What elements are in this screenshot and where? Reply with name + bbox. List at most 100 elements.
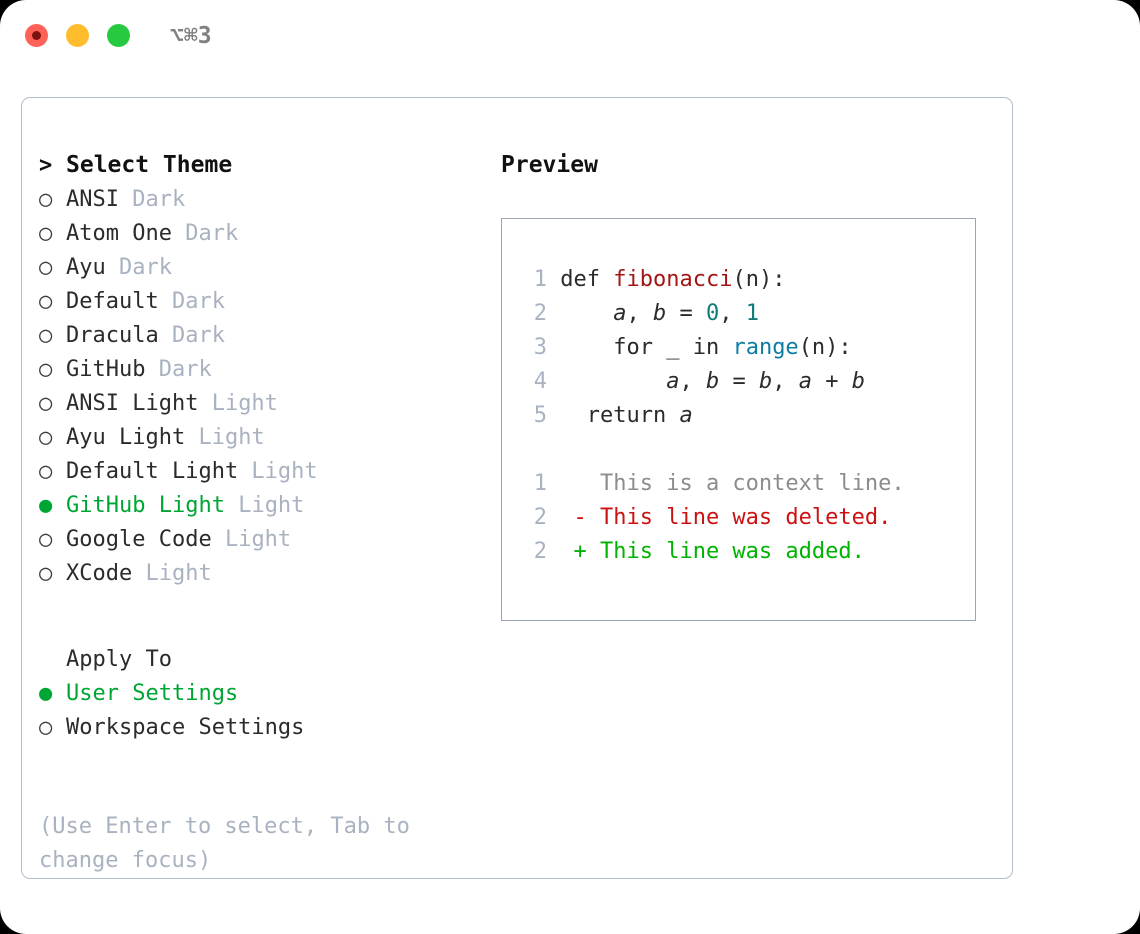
theme-option-github-light[interactable]: ● GitHub Light Light [39,488,489,522]
theme-option-label: Ayu Light [66,424,186,450]
line-number: 4 [533,369,547,394]
diff-line-del: 2 - This line was deleted. [521,501,905,535]
code-token: , [772,369,799,394]
theme-option-variant: Light [224,492,305,518]
code-token: (n): [798,335,852,360]
theme-option-xcode[interactable]: ○XCode Light [39,556,489,590]
line-number: 2 [533,301,547,326]
theme-option-ansi-light[interactable]: ○ ANSI Light Light [39,386,489,420]
radio-selected-icon: ● [39,492,53,518]
apply-to-heading-spacer [39,647,66,672]
theme-option-ansi[interactable]: ○ ANSI Dark [39,182,489,216]
code-indent [547,369,666,394]
radio-unselected-icon: ○ [39,526,53,552]
theme-option-variant: Dark [145,356,212,382]
zoom-button-icon[interactable] [107,24,130,47]
theme-option-label: XCode [66,560,133,586]
theme-option-variant: Light [198,390,278,416]
radio-selected-icon: ● [39,680,53,706]
theme-option-label: ANSI Light [66,390,199,416]
theme-option-label: GitHub Light [66,492,225,518]
theme-option-ayu-light[interactable]: ○Ayu Light Light [39,420,489,454]
theme-option-default-light[interactable]: ○Default Light Light [39,454,489,488]
radio-unselected-icon: ○ [39,254,53,280]
radio-unselected-icon: ○ [39,322,53,348]
theme-option-google-code[interactable]: ○ Google Code Light [39,522,489,556]
radio-unselected-icon: ○ [39,458,53,484]
theme-option-label: Ayu [66,254,106,280]
code-token: for _ in [613,335,733,360]
theme-picker-column: >Select Theme○ANSI Dark○Atom One Dark○Ay… [39,148,489,744]
theme-option-variant: Dark [118,186,186,212]
theme-option-label: Default Light [66,458,239,484]
radio-unselected-icon: ○ [39,356,53,382]
theme-option-label: Atom One [66,220,172,246]
code-line: 5 return a [521,399,905,433]
code-token: range [732,335,799,360]
radio-unselected-icon: ○ [39,220,53,246]
theme-option-label: ANSI [66,186,119,212]
line-number: 3 [533,335,547,360]
code-token: , [679,369,706,394]
apply-to-option-user-settings[interactable]: ●User Settings [39,676,489,710]
code-token: + [811,369,852,394]
code-token: (n): [732,267,786,292]
code-token: a [613,301,627,326]
code-token: a [679,403,693,428]
apply-to-heading-label: Apply To [66,646,172,672]
main-panel: >Select Theme○ANSI Dark○Atom One Dark○Ay… [21,97,1013,879]
preview-column: Preview 1 def fibonacci(n):2 a, b = 0, 1… [501,148,991,621]
diff-sign: - [547,505,600,530]
theme-option-atom-one[interactable]: ○ Atom One Dark [39,216,489,250]
close-button-icon[interactable] [25,24,48,47]
preview-title: Preview [501,152,598,178]
line-number: 2 [533,539,547,564]
theme-picker-heading: >Select Theme [39,148,489,182]
code-indent [547,335,613,360]
code-token: 0 [705,301,720,326]
code-token: , [719,301,746,326]
theme-option-label: GitHub [66,356,146,382]
code-token: b [705,369,720,394]
title-bar: ⌥⌘3 [0,0,1140,76]
diff-line-ctx: 1 This is a context line. [521,467,905,501]
minimize-button-icon[interactable] [66,24,89,47]
radio-unselected-icon: ○ [39,390,53,416]
radio-unselected-icon: ○ [39,186,53,212]
window-controls [25,24,130,47]
diff-sign: + [547,539,600,564]
theme-option-variant: Dark [158,322,225,348]
radio-unselected-icon: ○ [39,560,53,586]
theme-option-variant: Light [211,526,292,552]
diff-line-add: 2 + This line was added. [521,535,905,569]
code-token: b [758,369,773,394]
theme-option-github[interactable]: ○ GitHub Dark [39,352,489,386]
theme-option-ayu[interactable]: ○Ayu Dark [39,250,489,284]
help-text: (Use Enter to select, Tab to change focu… [39,814,424,873]
code-line: 4 a, b = b, a + b [521,365,905,399]
code-token: 1 [745,301,759,326]
code-blank-line [521,433,905,467]
theme-option-variant: Dark [158,288,225,314]
diff-text: This line was added. [599,539,865,564]
theme-option-label: Dracula [66,322,159,348]
code-token: fibonacci [613,267,733,292]
theme-option-dracula[interactable]: ○ Dracula Dark [39,318,489,352]
code-token: b [851,369,865,394]
radio-unselected-icon: ○ [39,288,53,314]
apply-to-option-workspace-settings[interactable]: ○Workspace Settings [39,710,489,744]
code-indent [547,403,587,428]
theme-option-label: Default [66,288,159,314]
theme-option-label: Google Code [66,526,212,552]
code-token: = [719,369,759,394]
caret-icon: > [39,152,53,178]
theme-option-variant: Dark [171,220,239,246]
theme-option-variant: Light [185,424,265,450]
code-token: a [666,369,680,394]
code-token: b [652,301,667,326]
apply-to-heading: Apply To [39,642,489,676]
line-number: 2 [533,505,547,530]
theme-option-default[interactable]: ○ Default Dark [39,284,489,318]
